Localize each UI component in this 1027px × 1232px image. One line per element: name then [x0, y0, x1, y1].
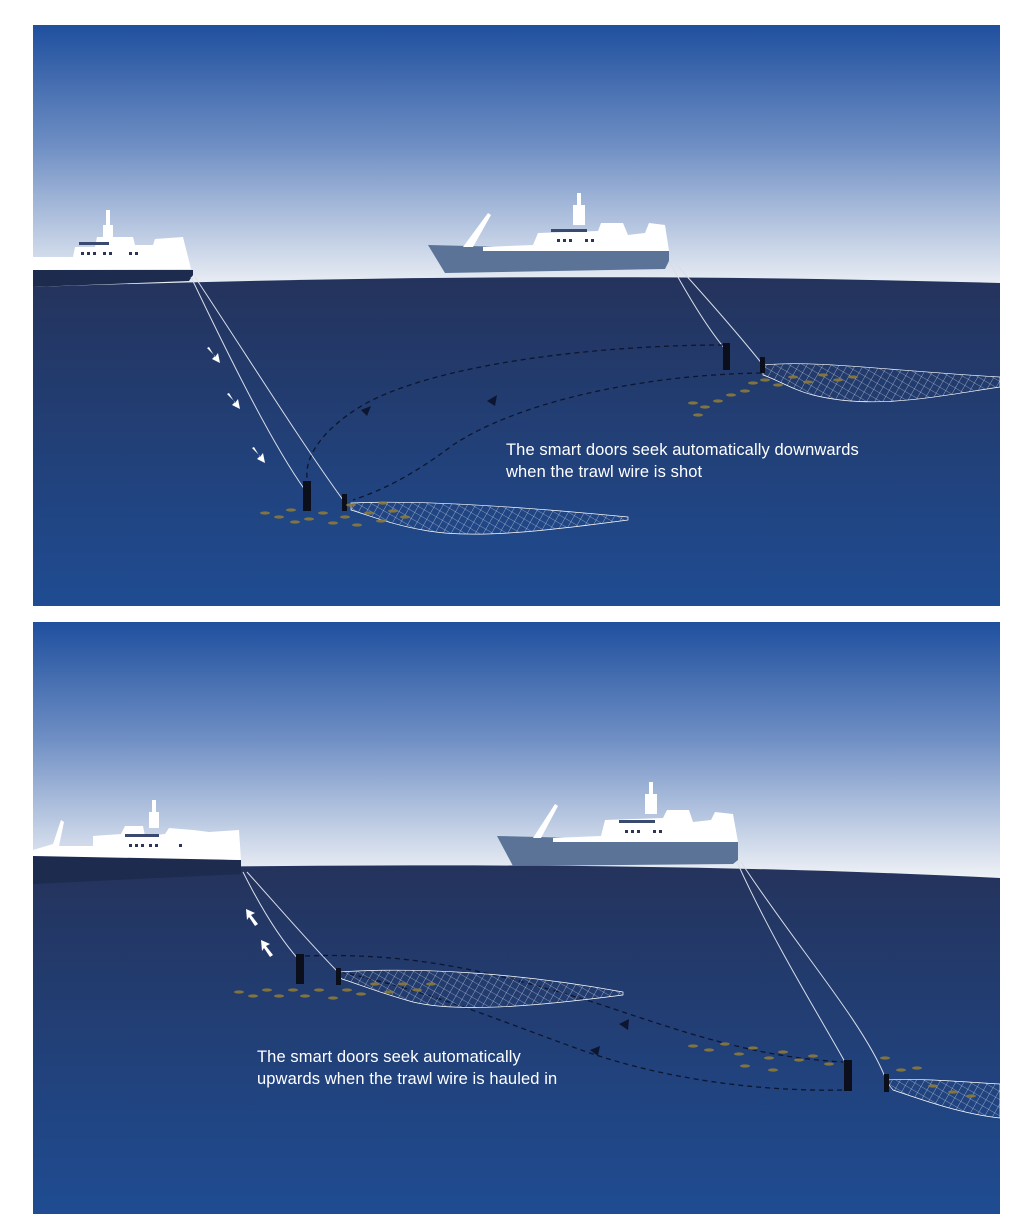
trawl-net-right [688, 1042, 1000, 1119]
arrow-down-icon [207, 347, 265, 463]
trawl-door-right-small [760, 357, 765, 373]
trawl-door-right-main [844, 1060, 852, 1091]
caption-line-1: The smart doors seek automatically downw… [506, 441, 859, 459]
caption-doors-downward: The smart doors seek automatically downw… [506, 439, 859, 483]
trawl-wire-left-b [194, 276, 344, 501]
panel-doors-upward: The smart doors seek automatically upwar… [33, 622, 1000, 1214]
trawl-wire-right-a [736, 861, 846, 1063]
panel-doors-downward: The smart doors seek automatically downw… [33, 25, 1000, 606]
trawl-wire-right-b [672, 260, 764, 366]
trawl-wire-right-b [740, 861, 886, 1078]
ship-left [33, 210, 193, 287]
caption-doors-upward: The smart doors seek automatically upwar… [257, 1046, 557, 1090]
trawl-door-left-small [342, 494, 347, 511]
trawl-door-right-small [884, 1074, 889, 1092]
trawl-net-right [688, 343, 1000, 417]
arrow-up-icon [246, 909, 273, 957]
motion-path-2 [352, 372, 762, 501]
caption-line-1: The smart doors seek automatically [257, 1048, 521, 1066]
trawl-net-left [234, 954, 624, 1008]
motion-arrow-2 [590, 1046, 600, 1056]
ship-right [428, 193, 669, 273]
ship-left [33, 800, 241, 884]
trawl-door-left-main [303, 481, 311, 511]
trawl-wire-left-a [242, 871, 300, 961]
motion-arrow-1 [619, 1019, 629, 1030]
motion-arrow-2 [361, 406, 371, 416]
trawl-wire-left-a [190, 276, 306, 491]
trawl-door-right-main [723, 343, 730, 370]
sea [33, 865, 1000, 1214]
motion-path-1 [304, 954, 844, 1063]
scene-upward [33, 622, 1000, 1214]
trawl-net-left [260, 481, 629, 535]
caption-line-2: upwards when the trawl wire is hauled in [257, 1070, 558, 1088]
ship-right [497, 782, 738, 866]
trawl-wire-left-b [246, 871, 339, 973]
motion-path-1 [306, 344, 724, 484]
trawl-door-left-main [296, 954, 304, 984]
trawl-door-left-small [336, 968, 341, 985]
scene-downward [33, 25, 1000, 606]
caption-line-2: when the trawl wire is shot [506, 463, 703, 481]
motion-arrow-1 [487, 395, 497, 406]
